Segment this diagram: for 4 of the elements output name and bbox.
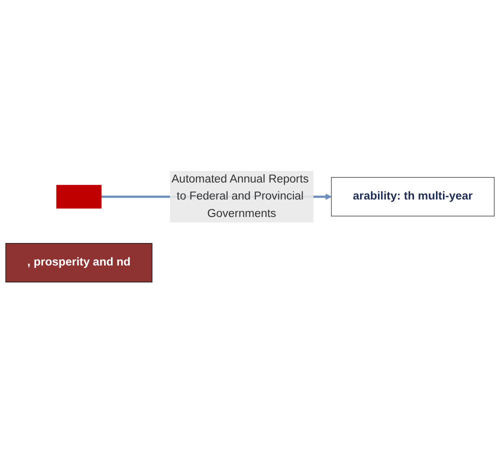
node-box — [56, 184, 102, 209]
node-box: , prosperity and nd — [5, 243, 152, 282]
edge-label: Automated Annual Reports to Federal and Provincial Governments — [172, 173, 309, 220]
node-box: arability: th multi-year — [331, 177, 495, 216]
